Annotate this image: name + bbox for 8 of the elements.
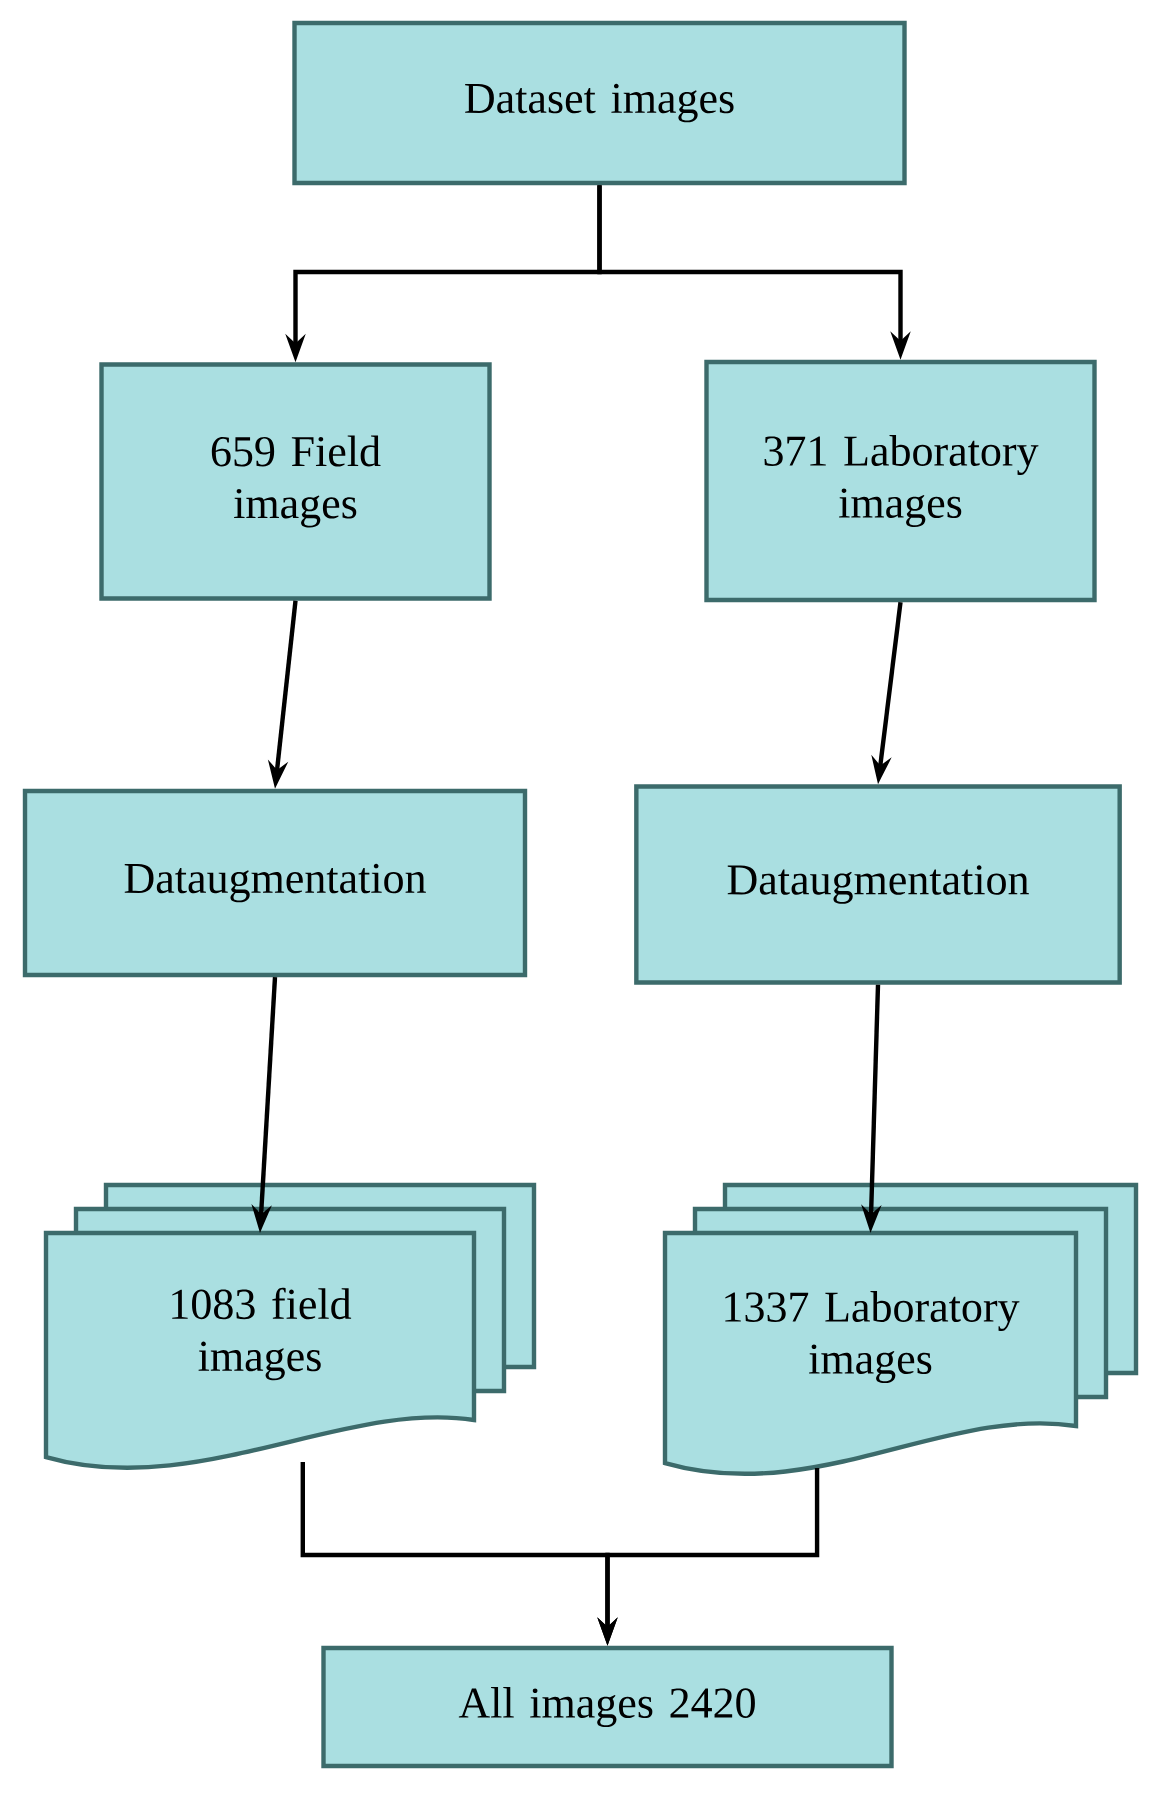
process-box: 659 Field images [99,362,492,601]
process-box: Dataset images [292,20,907,186]
document-stack: 1083 field images [43,1182,537,1470]
process-box: 371 Laboratory images [704,359,1097,603]
document-stack: 1337 Laboratory images [662,1182,1139,1476]
process-box: All images 2420 [321,1645,894,1769]
process-box: Dataugmentation [634,784,1122,985]
process-box: Dataugmentation [22,788,528,978]
